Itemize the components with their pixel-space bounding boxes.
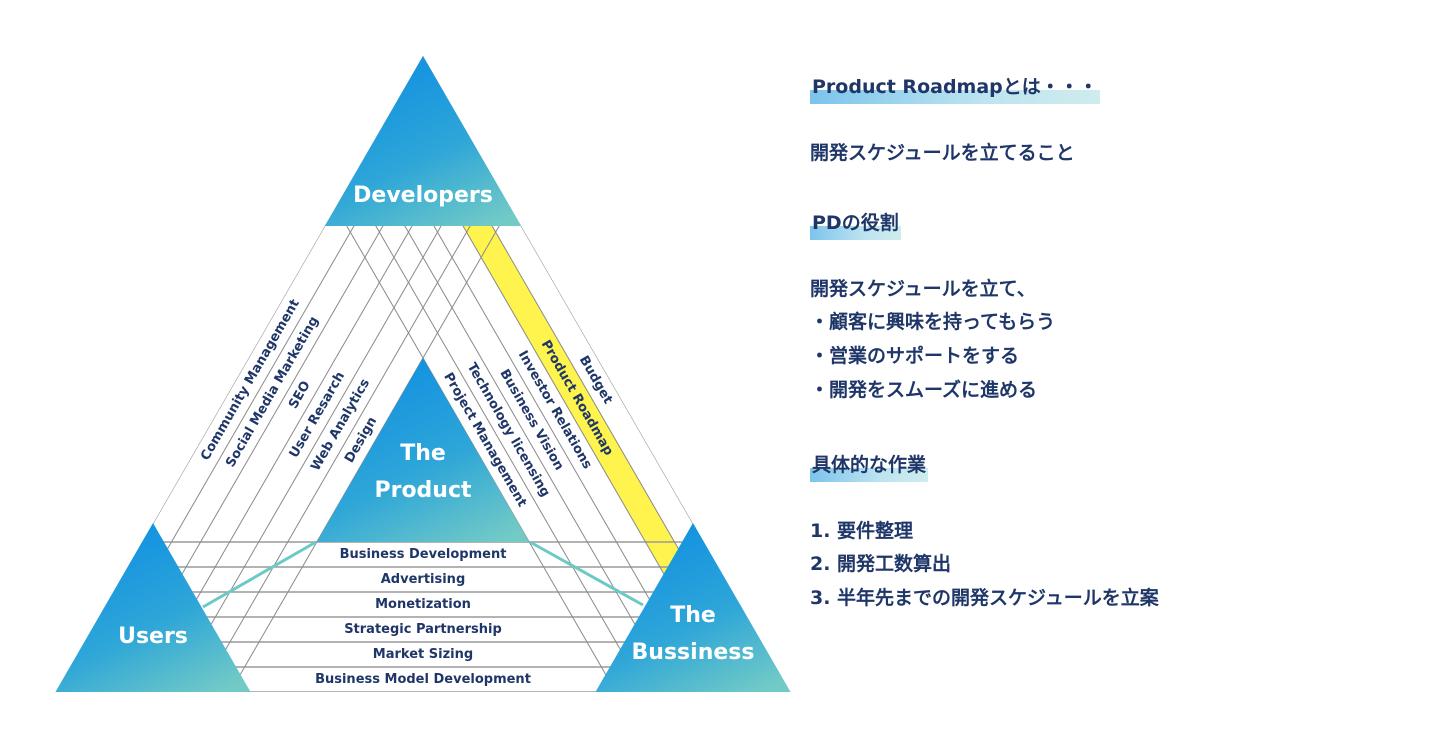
bottom-band-label: Advertising (381, 572, 466, 587)
heading-text: Product Roadmapとは・・・ (812, 76, 1098, 98)
task-item: 2. 開発工数算出 (810, 553, 952, 575)
role-item: ・営業のサポートをする (810, 345, 1020, 367)
role-item: ・顧客に興味を持ってもらう (810, 311, 1056, 333)
connector-product-business (529, 540, 644, 607)
definition-text: 開発スケジュールを立てること (810, 142, 1075, 164)
task-item: 1. 要件整理 (810, 520, 914, 542)
task-item: 3. 半年先までの開発スケジュールを立案 (810, 587, 1159, 609)
highlight-layer (463, 226, 709, 600)
bottom-band-label: Monetization (375, 597, 471, 612)
left-band-label: SEO (286, 379, 314, 412)
heading-highlight (810, 468, 929, 482)
bottom-band-label: Business Development (340, 547, 507, 562)
product-triangle-label: Product (374, 478, 472, 503)
heading-highlight (810, 226, 901, 240)
business-triangle-label: Bussiness (632, 640, 755, 665)
heading-what-is-roadmap: Product Roadmapとは・・・ (810, 74, 1100, 104)
heading-highlight (810, 90, 1100, 104)
users-triangle-label: Users (118, 624, 188, 649)
role-item: ・開発をスムーズに進める (810, 379, 1038, 401)
users-triangle-shape (55, 523, 251, 692)
highlight-band-product-roadmap (463, 226, 709, 600)
heading-text: 具体的な作業 (812, 454, 927, 476)
developers-triangle: Developers (324, 56, 522, 226)
heading-pd-role: PDの役割 (810, 210, 901, 240)
product-triangle-label: The (400, 441, 446, 466)
developers-triangle-label: Developers (353, 183, 493, 208)
developers-triangle-shape (324, 56, 522, 226)
connector-product-users (202, 540, 317, 609)
bottom-band-label: Market Sizing (373, 647, 473, 662)
bottom-band-label: Business Model Development (315, 672, 531, 687)
bottom-band-label: Strategic Partnership (344, 622, 502, 637)
users-triangle: Users (55, 523, 251, 692)
heading-text: PDの役割 (812, 212, 899, 234)
product-triangle-shape (316, 358, 530, 542)
role-intro: 開発スケジュールを立て、 (810, 278, 1036, 300)
business-triangle-shape (595, 523, 791, 692)
connectors (202, 226, 644, 609)
heading-concrete-tasks: 具体的な作業 (810, 452, 929, 482)
business-triangle-label: The (670, 603, 716, 628)
